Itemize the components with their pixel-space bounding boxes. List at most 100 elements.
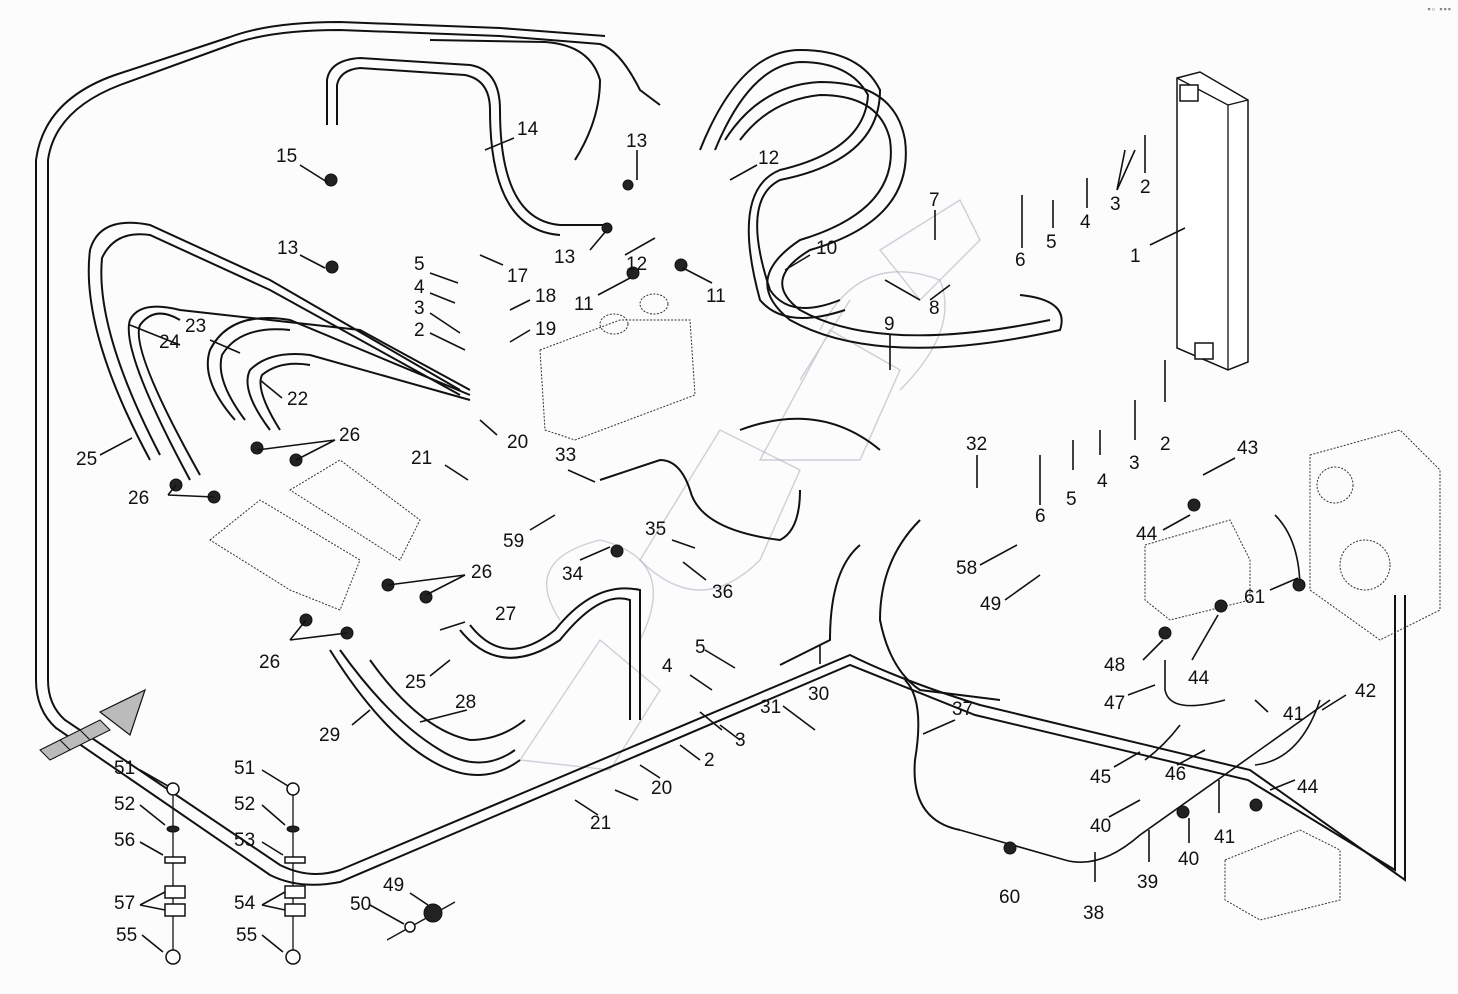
callout-32: 32 bbox=[966, 434, 987, 455]
callout-33: 33 bbox=[555, 445, 576, 466]
callout-21: 21 bbox=[590, 813, 611, 834]
callout-22: 22 bbox=[287, 389, 308, 410]
callout-26: 26 bbox=[471, 562, 492, 583]
callout-4: 4 bbox=[1097, 471, 1108, 492]
nut-washer-49-50 bbox=[386, 901, 456, 941]
callout-20: 20 bbox=[651, 778, 672, 799]
callout-55: 55 bbox=[116, 925, 137, 946]
direction-arrow-icon bbox=[39, 688, 147, 761]
callout-60: 60 bbox=[999, 887, 1020, 908]
hoses-27-29 bbox=[329, 587, 641, 776]
callout-2: 2 bbox=[1140, 177, 1151, 198]
callout-2: 2 bbox=[414, 320, 425, 341]
hose-10-9 bbox=[699, 48, 1063, 349]
callout-9: 9 bbox=[884, 314, 895, 335]
callout-26: 26 bbox=[259, 652, 280, 673]
callout-44: 44 bbox=[1297, 777, 1319, 798]
callout-10: 10 bbox=[816, 238, 837, 259]
callout-50: 50 bbox=[350, 894, 371, 915]
oil-tank bbox=[539, 293, 696, 441]
callout-55: 55 bbox=[236, 925, 257, 946]
callout-38: 38 bbox=[1083, 903, 1104, 924]
callout-39: 39 bbox=[1137, 872, 1158, 893]
watermark bbox=[518, 198, 981, 771]
callout-3: 3 bbox=[735, 730, 746, 751]
callout-36: 36 bbox=[712, 582, 733, 603]
callout-40: 40 bbox=[1178, 849, 1199, 870]
callout-2: 2 bbox=[704, 750, 715, 771]
callout-21: 21 bbox=[411, 448, 432, 469]
callout-12: 12 bbox=[626, 254, 647, 275]
valve-block bbox=[209, 459, 421, 611]
callout-2: 2 bbox=[1160, 434, 1171, 455]
callout-28: 28 bbox=[455, 692, 476, 713]
callout-42: 42 bbox=[1355, 681, 1376, 702]
callout-47: 47 bbox=[1104, 693, 1125, 714]
callout-12: 12 bbox=[758, 148, 779, 169]
callout-58: 58 bbox=[956, 558, 977, 579]
callout-45: 45 bbox=[1090, 767, 1111, 788]
callout-54: 54 bbox=[234, 893, 256, 914]
callout-18: 18 bbox=[535, 286, 556, 307]
callout-3: 3 bbox=[1110, 194, 1121, 215]
callout-13: 13 bbox=[626, 131, 647, 152]
callout-7: 7 bbox=[929, 190, 940, 211]
callout-40: 40 bbox=[1090, 816, 1111, 837]
callout-11: 11 bbox=[706, 286, 726, 307]
callout-17: 17 bbox=[507, 266, 528, 287]
callout-34: 34 bbox=[562, 564, 584, 585]
fittings bbox=[169, 173, 1306, 855]
callout-49: 49 bbox=[383, 875, 404, 896]
clamp-assembly-left bbox=[164, 782, 186, 965]
callout-leaders bbox=[99, 135, 1347, 953]
callout-24: 24 bbox=[159, 332, 181, 353]
corner-mark: ▪▫ ▪▪▪ bbox=[1427, 4, 1452, 14]
callout-52: 52 bbox=[234, 794, 255, 815]
callout-48: 48 bbox=[1104, 655, 1125, 676]
pumps bbox=[1144, 429, 1441, 921]
callout-56: 56 bbox=[114, 830, 135, 851]
callout-26: 26 bbox=[339, 425, 360, 446]
callout-14: 14 bbox=[517, 119, 539, 140]
callout-52: 52 bbox=[114, 794, 135, 815]
callout-26: 26 bbox=[128, 488, 149, 509]
callout-5: 5 bbox=[1066, 489, 1077, 510]
callout-5: 5 bbox=[695, 637, 706, 658]
callout-labels: 1 2 3 4 5 6 7 8 9 10 11 11 12 12 13 13 1… bbox=[76, 119, 1376, 946]
callout-11: 11 bbox=[574, 294, 594, 315]
callout-1: 1 bbox=[1130, 246, 1141, 267]
callout-43: 43 bbox=[1237, 438, 1258, 459]
clamp-assembly-right bbox=[284, 782, 306, 965]
callout-20: 20 bbox=[507, 432, 528, 453]
callout-25: 25 bbox=[405, 672, 426, 693]
callout-13: 13 bbox=[554, 247, 575, 268]
cooler-part-1 bbox=[1176, 71, 1249, 371]
callout-4: 4 bbox=[414, 277, 425, 298]
callout-35: 35 bbox=[645, 519, 666, 540]
callout-4: 4 bbox=[662, 656, 673, 677]
callout-5: 5 bbox=[414, 254, 425, 275]
callout-30: 30 bbox=[808, 684, 829, 705]
callout-3: 3 bbox=[1129, 453, 1140, 474]
callout-27: 27 bbox=[495, 604, 516, 625]
callout-61: 61 bbox=[1244, 587, 1265, 608]
callout-31: 31 bbox=[760, 697, 781, 718]
hoses-22-25 bbox=[87, 221, 471, 481]
callout-37: 37 bbox=[952, 699, 973, 720]
pipes-right bbox=[959, 514, 1331, 863]
callout-57: 57 bbox=[114, 893, 135, 914]
callout-29: 29 bbox=[319, 725, 340, 746]
callout-4: 4 bbox=[1080, 212, 1091, 233]
callout-3: 3 bbox=[414, 298, 425, 319]
callout-44: 44 bbox=[1188, 668, 1210, 689]
callout-6: 6 bbox=[1035, 506, 1046, 527]
callout-51: 51 bbox=[234, 758, 255, 779]
callout-23: 23 bbox=[185, 316, 206, 337]
hoses-30-33-37 bbox=[599, 417, 1001, 831]
callout-53: 53 bbox=[234, 830, 255, 851]
callout-13: 13 bbox=[277, 238, 298, 259]
callout-19: 19 bbox=[535, 319, 556, 340]
hose-14 bbox=[326, 39, 610, 236]
callout-6: 6 bbox=[1015, 250, 1026, 271]
